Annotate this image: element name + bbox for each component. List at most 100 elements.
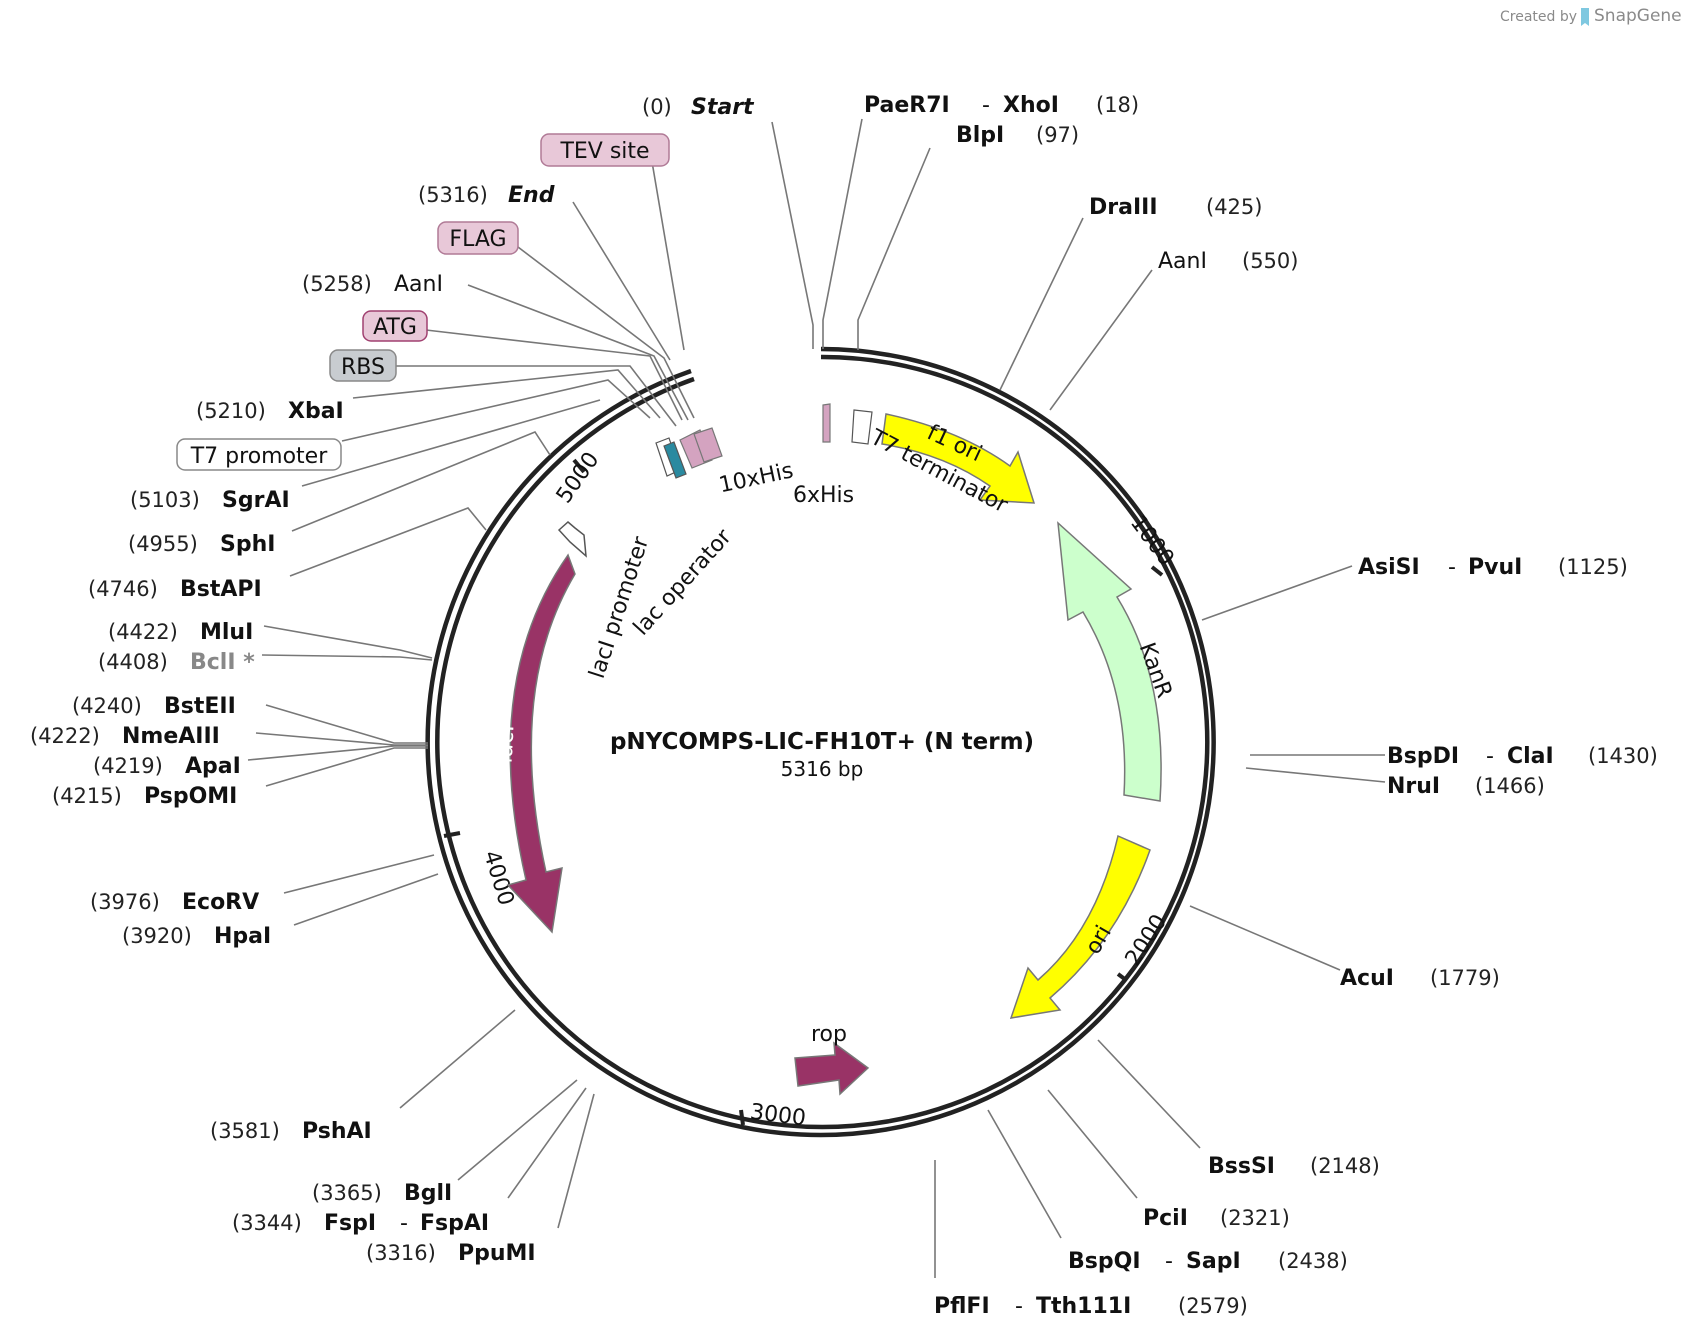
f1-ori-arrow xyxy=(881,413,1036,504)
credit-text: Created by xyxy=(1500,9,1577,25)
laci-label: lacI xyxy=(493,725,520,764)
leader-bgli xyxy=(457,1079,578,1181)
leader-acui xyxy=(1189,905,1341,971)
site-end-pos: (5316) xyxy=(418,183,488,207)
site-bspqi-sep: - xyxy=(1165,1249,1173,1274)
tick-4000 xyxy=(443,831,461,838)
site-ppumi-name: PpuMI xyxy=(458,1241,536,1266)
t7-terminator-box xyxy=(851,409,873,445)
site-pspomi-pos: (4215) xyxy=(52,784,122,808)
site-sgrai-pos: (5103) xyxy=(130,488,200,512)
plasmid-title-block: pNYCOMPS-LIC-FH10T+ (N term) 5316 bp xyxy=(610,729,1034,781)
tev-site-box xyxy=(693,427,723,463)
site-start-pos: (0) xyxy=(642,95,672,119)
backbone-outer-ring xyxy=(425,346,1216,1138)
leader-draiii xyxy=(999,217,1084,391)
site-labels-right: (0) Start PaeR7I - XhoI (18) BlpI (97) D… xyxy=(642,93,1658,1319)
leader-flag xyxy=(517,246,695,419)
site-asisi-sep: - xyxy=(1448,555,1456,580)
site-pshai-pos: (3581) xyxy=(210,1119,280,1143)
site-pspomi-name: PspOMI xyxy=(144,784,237,809)
atg-tag xyxy=(362,310,428,342)
site-bcli-name: BclI * xyxy=(190,650,255,675)
leader-lines xyxy=(247,118,1386,1278)
backbone xyxy=(425,346,1216,1138)
plasmid-length: 5316 bp xyxy=(781,757,864,781)
leader-rbs xyxy=(396,365,677,427)
leader-tev xyxy=(649,149,685,351)
site-pflfi-pos: (2579) xyxy=(1178,1294,1248,1318)
site-clai-name: ClaI xyxy=(1507,744,1554,769)
leader-paer7i xyxy=(822,118,863,349)
site-bspdi-sep: - xyxy=(1486,744,1494,769)
site-apai-pos: (4219) xyxy=(93,754,163,778)
leader-sphi xyxy=(291,431,551,532)
atg-label: ATG xyxy=(373,315,417,340)
t7-promoter-label: T7 promoter xyxy=(190,444,328,469)
flag-label: FLAG xyxy=(449,227,506,252)
site-pflfi-name: PflFI xyxy=(934,1294,990,1319)
leader-start xyxy=(771,121,814,349)
site-fspai-name: FspAI xyxy=(420,1211,489,1236)
tick-label-3000: 3000 xyxy=(749,1100,808,1132)
his6-label: 6xHis xyxy=(793,483,854,508)
site-sapi-name: SapI xyxy=(1186,1249,1241,1274)
site-bsteii-name: BstEII xyxy=(164,694,236,719)
plasmid-name: pNYCOMPS-LIC-FH10T+ (N term) xyxy=(610,729,1034,755)
site-pvui-name: PvuI xyxy=(1468,555,1522,580)
site-aani5258-pos: (5258) xyxy=(302,272,372,296)
site-xhoi-name: XhoI xyxy=(1003,93,1059,118)
site-hpai-pos: (3920) xyxy=(122,924,192,948)
leader-ecorv xyxy=(283,854,435,894)
site-nrui-name: NruI xyxy=(1387,774,1440,799)
leader-bspqi xyxy=(987,1109,1062,1239)
site-bsssi-pos: (2148) xyxy=(1310,1154,1380,1178)
site-xbai-pos: (5210) xyxy=(196,399,266,423)
site-apai-name: ApaI xyxy=(185,754,241,779)
site-ecorv-pos: (3976) xyxy=(90,890,160,914)
flag-tag xyxy=(437,221,519,255)
site-draiii-pos: (425) xyxy=(1206,195,1262,219)
site-mlui-name: MluI xyxy=(200,620,253,645)
tick-label-5000: 5000 xyxy=(552,448,605,508)
backbone-inner-ring xyxy=(435,354,1210,1130)
site-end-name: End xyxy=(508,183,555,208)
leader-end xyxy=(572,201,671,361)
leader-xbai xyxy=(352,369,661,419)
leader-asisi xyxy=(1201,565,1353,621)
leader-bstapi xyxy=(289,507,487,577)
tick-label-2000: 2000 xyxy=(1121,910,1172,971)
leader-sgrai xyxy=(301,399,601,487)
rbs-label: RBS xyxy=(341,355,385,380)
site-pcii-pos: (2321) xyxy=(1220,1206,1290,1230)
snapgene-credit: Created by SnapGene xyxy=(1500,6,1682,26)
site-bstapi-name: BstAPI xyxy=(180,577,262,602)
rop-arrow xyxy=(794,1041,870,1096)
leader-bcli xyxy=(261,654,433,661)
leader-pspomi xyxy=(265,747,428,787)
site-paer7i-pos: (18) xyxy=(1096,93,1139,117)
laci-arrow xyxy=(506,553,576,934)
site-xbai-name: XbaI xyxy=(288,399,344,424)
site-ppumi-pos: (3316) xyxy=(366,1241,436,1265)
leader-ppumi xyxy=(557,1093,595,1229)
site-fspi-sep: - xyxy=(400,1211,408,1236)
ori-arrow xyxy=(1009,834,1151,1019)
leader-mlui xyxy=(263,625,433,659)
site-acui-pos: (1779) xyxy=(1430,966,1500,990)
site-aani5258-name: AanI xyxy=(394,272,443,297)
tick-5000 xyxy=(572,458,586,474)
leader-nmeaiii xyxy=(255,732,428,746)
lac-operator-box xyxy=(663,441,687,479)
site-nrui-pos: (1466) xyxy=(1475,774,1545,798)
tick-label-4000: 4000 xyxy=(478,848,518,909)
credit-brand: SnapGene xyxy=(1594,6,1682,26)
site-asisi-pos: (1125) xyxy=(1558,555,1628,579)
rbs-tag xyxy=(329,349,397,382)
site-tth111i-name: Tth111I xyxy=(1036,1294,1131,1319)
leader-bsssi xyxy=(1097,1039,1201,1149)
tev-site-tag xyxy=(540,133,670,167)
leader-bsteii xyxy=(265,704,428,744)
site-nmeaiii-name: NmeAIII xyxy=(122,724,220,749)
